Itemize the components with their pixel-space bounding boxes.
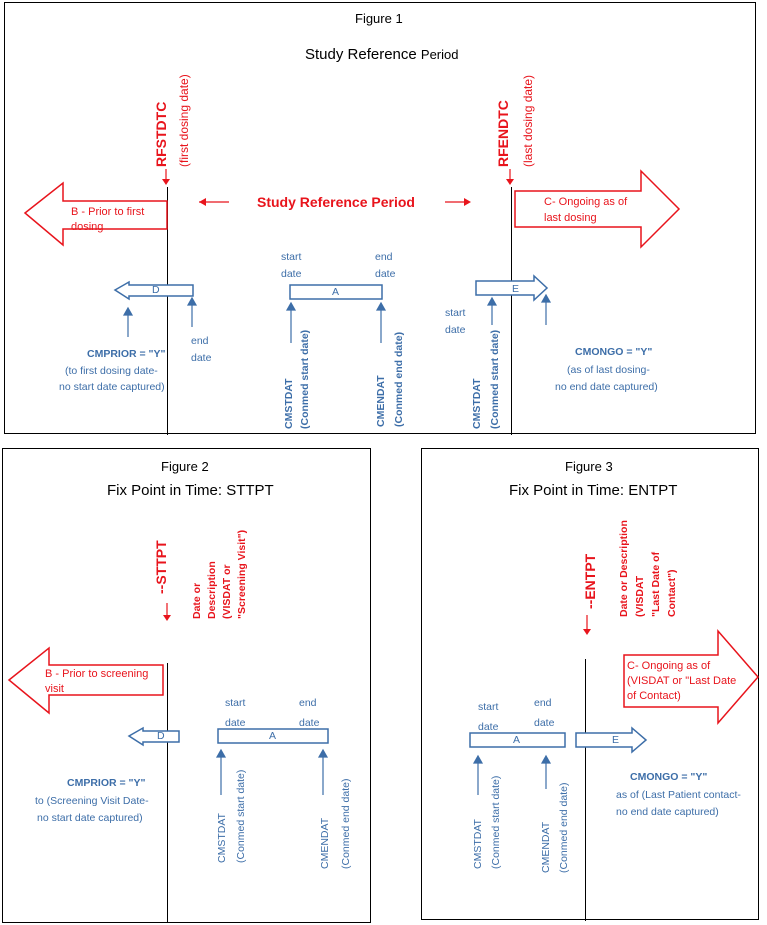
cmongo-sub1: (as of last dosing- <box>567 364 650 376</box>
cmprior-sub2: no start date captured) <box>59 381 165 393</box>
cmstdat-e-label: CMSTDAT <box>471 378 483 429</box>
arrow-c-ongoing-contact <box>623 628 759 726</box>
cmendat-sub: (Conmed end date) <box>393 331 405 427</box>
fig3-cmendat-sub: (Conmed end date) <box>558 782 570 873</box>
fig3-up-arrows <box>472 754 552 795</box>
cmongo-sub2: no end date captured) <box>555 381 658 393</box>
rfendtc-sublabel: (last dosing date) <box>521 74 535 167</box>
figure-3-title: Fix Point in Time: ENTPT <box>509 482 678 499</box>
sttpt-line <box>167 663 168 923</box>
fig3-start-date: start date <box>478 701 499 733</box>
cmprior-label: CMPRIOR = "Y" <box>87 348 166 360</box>
sttpt-desc-2: Description <box>206 561 218 619</box>
cmstdat-label: CMSTDAT <box>283 378 295 429</box>
figure-1-label: Figure 1 <box>355 11 403 26</box>
entpt-line <box>585 659 586 921</box>
fig3-cmongo-sub2: no end date captured) <box>616 806 719 818</box>
end-date-a-label: end date <box>375 251 396 280</box>
figure-3-label: Figure 3 <box>565 459 613 474</box>
box-e-label: E <box>512 283 520 295</box>
fig3-box-e-label: E <box>612 734 620 746</box>
fig2-cmprior-sub2: no start date captured) <box>37 812 143 824</box>
arrow-c-ongoing <box>514 169 681 249</box>
figure-2-panel: Figure 2 Fix Point in Time: STTPT --STTP… <box>2 448 371 923</box>
figure-1-title: Study Reference Period <box>305 46 458 63</box>
end-date-d-label: end date <box>191 335 212 364</box>
fig3-cmstdat: CMSTDAT <box>472 819 484 869</box>
figure-1-panel: Figure 1 Study Reference Period RFSTDTC … <box>4 2 756 435</box>
fig3-cmongo-label: CMONGO = "Y" <box>630 771 708 783</box>
sttpt-down-arrow <box>163 603 171 621</box>
fig2-cmendat-sub: (Conmed end date) <box>340 778 352 869</box>
arrow-b-screening-label: B - Prior to screening visit <box>45 668 149 695</box>
fig3-box-e-arrow <box>575 726 648 754</box>
figure-1-title-main: Study Reference <box>305 46 417 63</box>
sttpt-label: --STTPT <box>153 540 169 594</box>
arrow-b-label: B - Prior to first dosing <box>71 206 145 233</box>
rfstdtc-sublabel: (first dosing date) <box>177 74 191 167</box>
fig1-up-arrows <box>122 293 552 343</box>
fig3-box-a-label: A <box>513 734 521 746</box>
arrow-c-label: C- Ongoing as of last dosing <box>544 196 628 224</box>
cmstdat-e-sub: (Conmed start date) <box>489 329 501 429</box>
fig3-box-a <box>469 732 566 748</box>
fig2-box-d-arrow <box>127 726 180 747</box>
rfendtc-label: RFENDTC <box>495 100 511 167</box>
fig3-cmstdat-sub: (Conmed start date) <box>490 775 502 869</box>
rfstdtc-down-arrow <box>162 169 514 185</box>
fig2-up-arrows <box>215 748 329 795</box>
arrow-b-prior-screening <box>7 646 164 715</box>
box-e-arrow <box>475 274 549 302</box>
fig2-box-a <box>217 728 329 744</box>
box-d-label: D <box>152 284 160 296</box>
fig2-start-date: start date <box>225 697 246 729</box>
fig2-box-d-label: D <box>157 730 165 742</box>
fig3-end-date: end date <box>534 697 555 729</box>
arrow-b-prior <box>23 181 168 247</box>
fig3-cmendat: CMENDAT <box>540 821 552 873</box>
figure-2-label: Figure 2 <box>161 459 209 474</box>
sttpt-desc-4: "Screening Visit") <box>236 529 248 619</box>
fig2-cmstdat: CMSTDAT <box>216 813 228 863</box>
arrow-c-contact-label: C- Ongoing as of (VISDAT or "Last Date o… <box>627 660 737 702</box>
figure-2-title: Fix Point in Time: STTPT <box>107 482 274 499</box>
start-date-a-label: start date <box>281 251 302 280</box>
entpt-desc-1: Date or Description <box>618 520 630 617</box>
box-d-arrow <box>113 280 194 301</box>
rfendtc-line <box>511 187 512 435</box>
box-a <box>289 284 383 300</box>
study-period-arrows <box>199 198 471 206</box>
start-date-e-label: start date <box>445 307 466 336</box>
entpt-down-arrow <box>583 615 591 635</box>
cmongo-label: CMONGO = "Y" <box>575 346 653 358</box>
entpt-desc-3: "Last Date of <box>650 551 662 617</box>
fig2-cmstdat-sub: (Conmed start date) <box>235 769 247 863</box>
rfstdtc-label: RFSTDTC <box>153 101 169 167</box>
entpt-desc-2: (VISDAT <box>634 575 646 617</box>
cmstdat-sub: (Conmed start date) <box>299 329 311 429</box>
sttpt-desc-1: Date or <box>191 582 203 619</box>
fig2-end-date: end date <box>299 697 320 729</box>
fig3-cmongo-sub1: as of (Last Patient contact- <box>616 789 741 801</box>
sttpt-desc-3: (VISDAT or <box>221 564 233 619</box>
figure-3-panel: Figure 3 Fix Point in Time: ENTPT --ENTP… <box>421 448 759 921</box>
cmprior-sub1: (to first dosing date- <box>65 365 158 377</box>
entpt-desc-4: Contact") <box>666 569 678 617</box>
figure-1-title-tail: Period <box>420 47 459 62</box>
box-a-label: A <box>332 286 340 298</box>
fig2-cmprior-sub1: to (Screening Visit Date- <box>35 795 149 807</box>
study-period-label: Study Reference Period <box>257 194 415 210</box>
fig2-cmendat: CMENDAT <box>319 817 331 869</box>
fig2-box-a-label: A <box>269 730 277 742</box>
entpt-label: --ENTPT <box>582 553 598 609</box>
rfstdtc-line <box>167 187 168 435</box>
cmendat-label: CMENDAT <box>375 375 387 427</box>
fig2-cmprior-label: CMPRIOR = "Y" <box>67 777 146 789</box>
